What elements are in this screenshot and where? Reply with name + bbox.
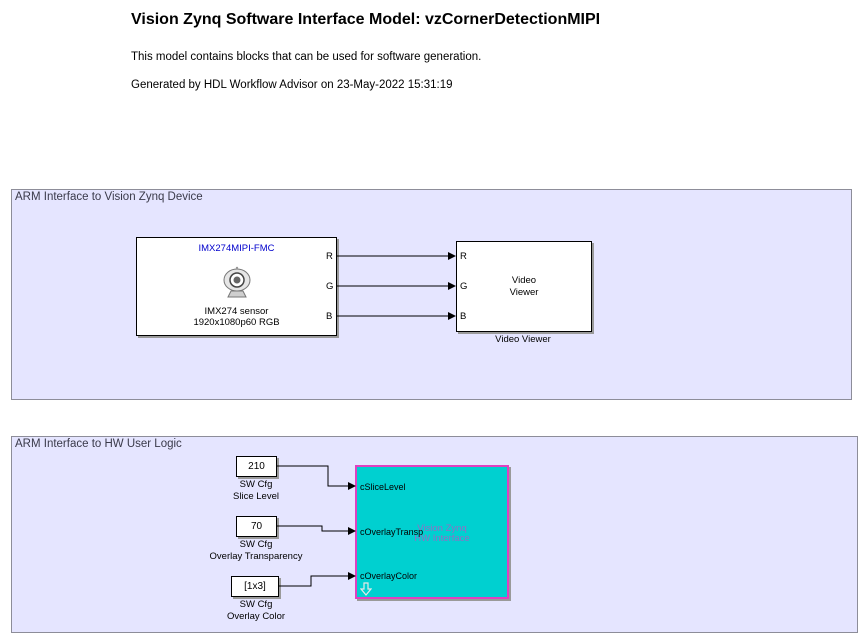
area-label: ARM Interface to HW User Logic — [15, 438, 182, 450]
constant-label-line2: Overlay Transparency — [209, 551, 303, 562]
camera-icon — [222, 265, 252, 301]
video-viewer-block[interactable]: R G B Video Viewer — [456, 241, 592, 332]
wire-overlay-color — [278, 572, 356, 587]
subsystem-port-overlay-transp: cOverlayTransp — [360, 527, 424, 537]
subsystem-port-slice-level: cSliceLevel — [360, 482, 406, 492]
down-arrow-icon — [359, 582, 373, 596]
constant-label-line2: Overlay Color — [226, 611, 286, 622]
ghost-line1: Vision Zynq — [417, 523, 467, 534]
imx274-sensor-block[interactable]: IMX274MIPI-FMC IMX274 sensor 1920x1080p6… — [136, 237, 337, 336]
sensor-line2: 1920x1080p60 RGB — [193, 317, 280, 328]
subsystem-ghost-label: Vision Zynq HW Interface — [387, 524, 497, 544]
wire-slice-level — [276, 465, 356, 490]
ghost-line2: HW Interface — [414, 533, 470, 544]
area-label: ARM Interface to Vision Zynq Device — [15, 191, 203, 203]
sensor-heading: IMX274MIPI-FMC — [198, 243, 275, 254]
model-description: This model contains blocks that can be u… — [131, 51, 482, 63]
constant-label-line1: SW Cfg — [239, 539, 273, 550]
constant-value: 210 — [248, 461, 265, 472]
constant-label-line1: SW Cfg — [239, 479, 273, 490]
generated-note: Generated by HDL Workflow Advisor on 23-… — [131, 79, 453, 91]
viewer-line2: Viewer — [509, 287, 539, 298]
constant-label-line1: SW Cfg — [239, 599, 273, 610]
constant-value: 70 — [250, 521, 263, 532]
sensor-port-r: R — [326, 251, 333, 262]
sensor-port-b: B — [326, 311, 333, 322]
viewer-port-b: B — [460, 311, 467, 322]
wire-overlay-transp — [276, 525, 356, 535]
sensor-line1: IMX274 sensor — [204, 306, 269, 317]
constant-label-line2: Slice Level — [233, 491, 279, 502]
viewer-line1: Video — [511, 275, 537, 286]
subsystem-port-overlay-color: cOverlayColor — [360, 571, 418, 581]
sensor-port-g: G — [326, 281, 334, 292]
constant-value: [1x3] — [244, 581, 266, 592]
page-title: Vision Zynq Software Interface Model: vz… — [131, 11, 601, 28]
viewer-block-name: Video Viewer — [495, 334, 551, 345]
viewer-port-g: G — [460, 281, 468, 292]
viewer-port-r: R — [460, 251, 467, 262]
hw-interface-subsystem[interactable]: Vision Zynq HW Interface cSliceLevel cOv… — [355, 465, 509, 599]
